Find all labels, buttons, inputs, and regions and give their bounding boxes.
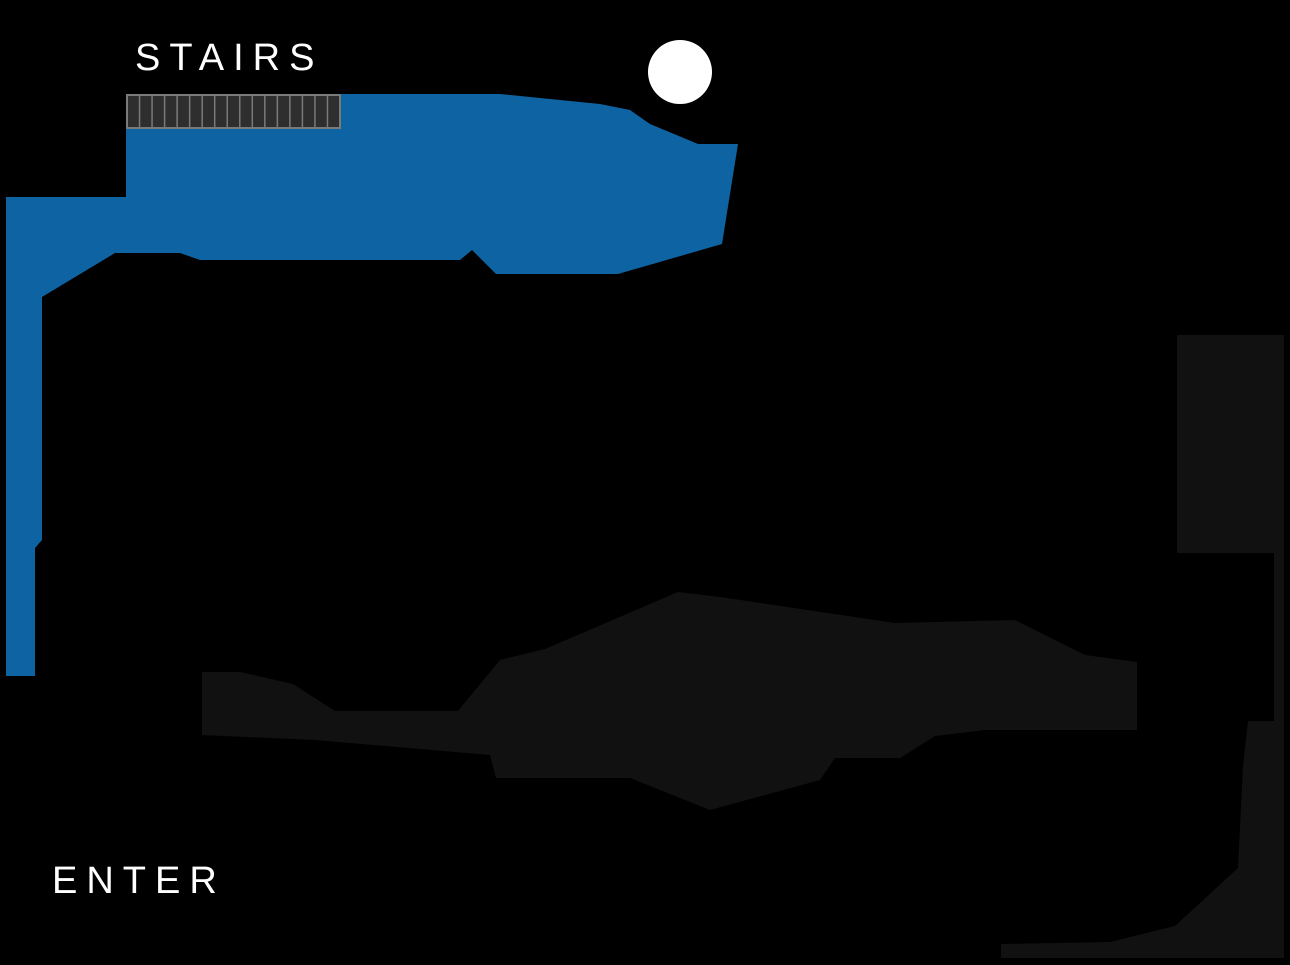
stairs-label: STAIRS [135,37,324,79]
stairs-frame [126,94,341,129]
explored-area [6,94,738,676]
dark-corridor-middle [202,592,1137,810]
stairs-icon [126,94,341,129]
dark-pillar-right [1177,335,1284,553]
dark-ramp-lower-right [1001,721,1284,958]
enter-label: ENTER [52,860,226,902]
dark-strip-right [1274,553,1284,721]
player-marker-icon [648,40,712,104]
